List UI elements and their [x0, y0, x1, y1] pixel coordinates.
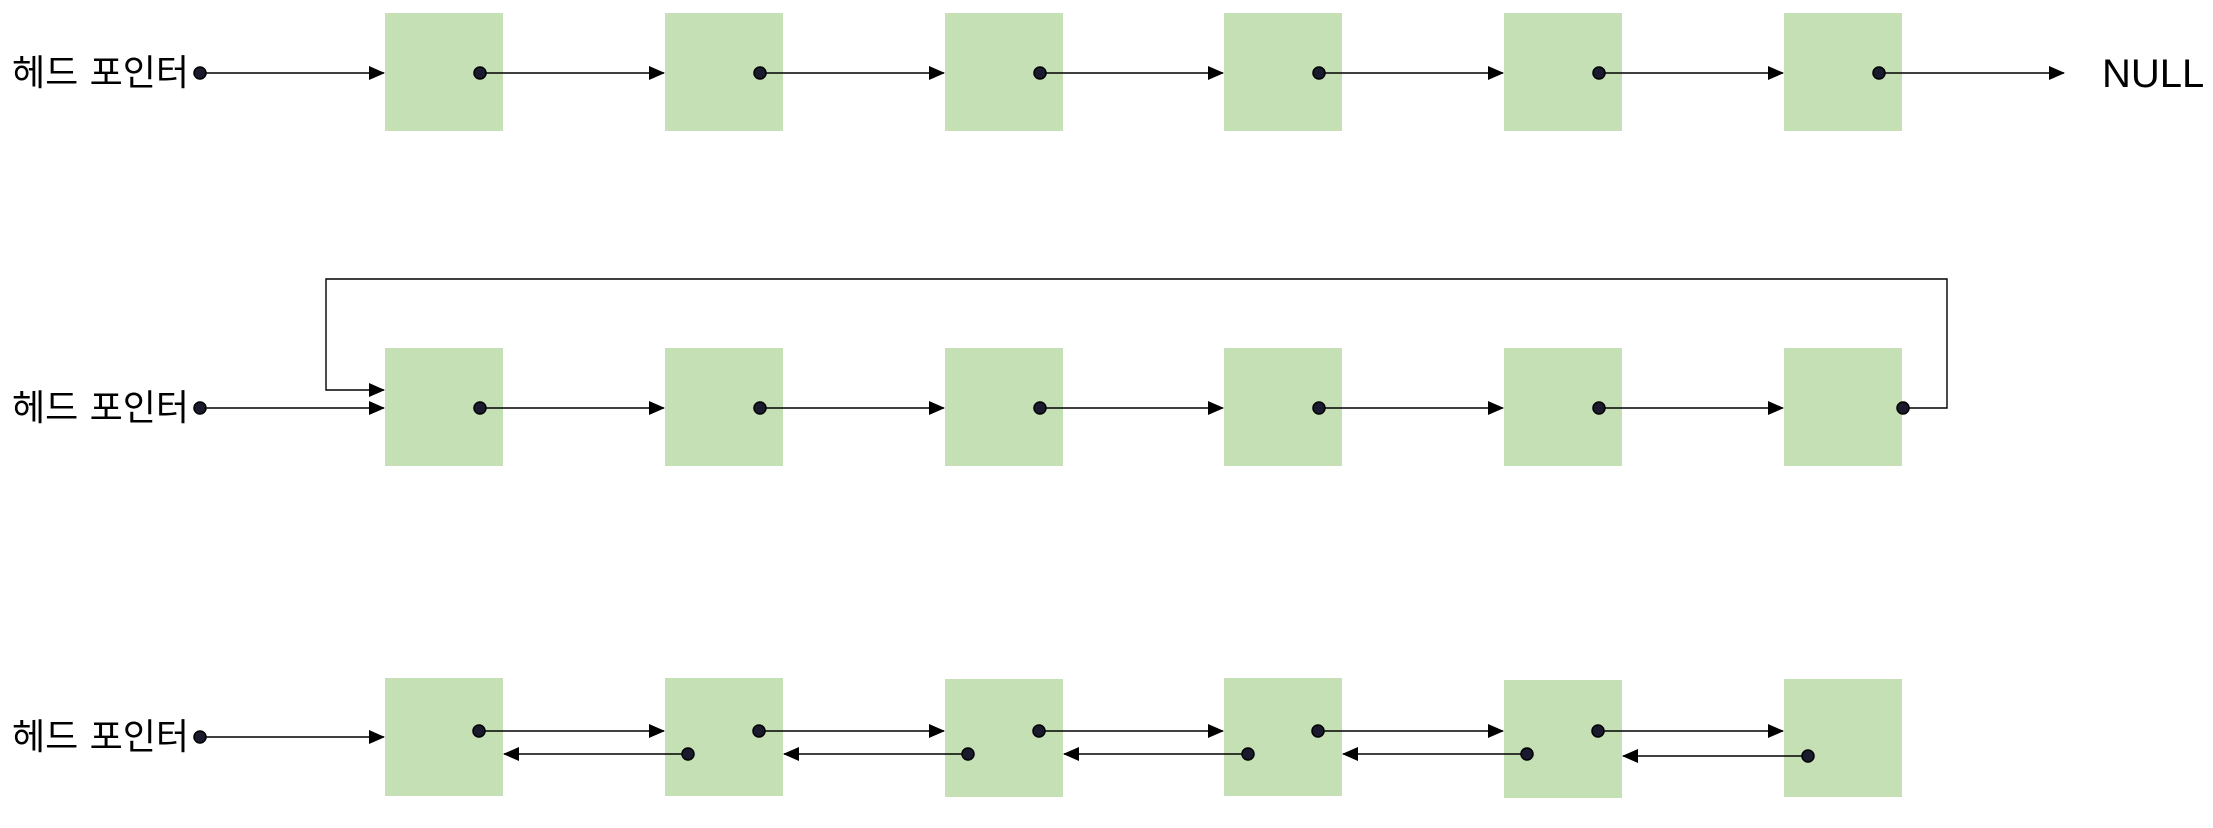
pointer-dot	[1592, 66, 1606, 80]
circular-back-arrow	[325, 278, 1948, 409]
list-node	[945, 679, 1063, 797]
circular-linked-list: 헤드 포인터	[12, 278, 1948, 466]
pointer-dot	[1032, 724, 1046, 738]
list-node	[1504, 680, 1622, 798]
list-node	[1784, 679, 1902, 797]
row-shapes	[193, 13, 2065, 131]
pointer-dot	[472, 724, 486, 738]
null-terminal-label: NULL	[2102, 52, 2204, 96]
list-node	[1224, 678, 1342, 796]
pointer-dot	[473, 66, 487, 80]
pointer-dot	[1520, 747, 1534, 761]
pointer-dot	[193, 401, 207, 415]
pointer-dot	[753, 401, 767, 415]
row-shapes	[193, 278, 1948, 466]
pointer-dot	[193, 66, 207, 80]
pointer-dot	[1896, 401, 1910, 415]
pointer-dot	[752, 724, 766, 738]
pointer-dot	[1311, 724, 1325, 738]
list-node	[385, 678, 503, 796]
pointer-dot	[1312, 66, 1326, 80]
pointer-dot	[1591, 724, 1605, 738]
pointer-dot	[193, 730, 207, 744]
head-pointer-label: 헤드 포인터	[12, 388, 189, 429]
list-node	[1784, 348, 1902, 466]
head-pointer-label: 헤드 포인터	[12, 53, 189, 94]
doubly-linked-list: 헤드 포인터	[12, 678, 1902, 798]
pointer-dot	[473, 401, 487, 415]
pointer-dot	[753, 66, 767, 80]
pointer-dot	[681, 747, 695, 761]
pointer-dot	[1241, 747, 1255, 761]
list-node	[665, 678, 783, 796]
pointer-dot	[1033, 401, 1047, 415]
pointer-dot	[1592, 401, 1606, 415]
pointer-dot	[961, 747, 975, 761]
pointer-dot	[1312, 401, 1326, 415]
row-shapes	[193, 678, 1902, 798]
pointer-dot	[1872, 66, 1886, 80]
singly-linked-list: 헤드 포인터 NULL	[12, 13, 2204, 131]
pointer-dot	[1033, 66, 1047, 80]
pointer-dot	[1801, 749, 1815, 763]
head-pointer-label: 헤드 포인터	[12, 717, 189, 758]
